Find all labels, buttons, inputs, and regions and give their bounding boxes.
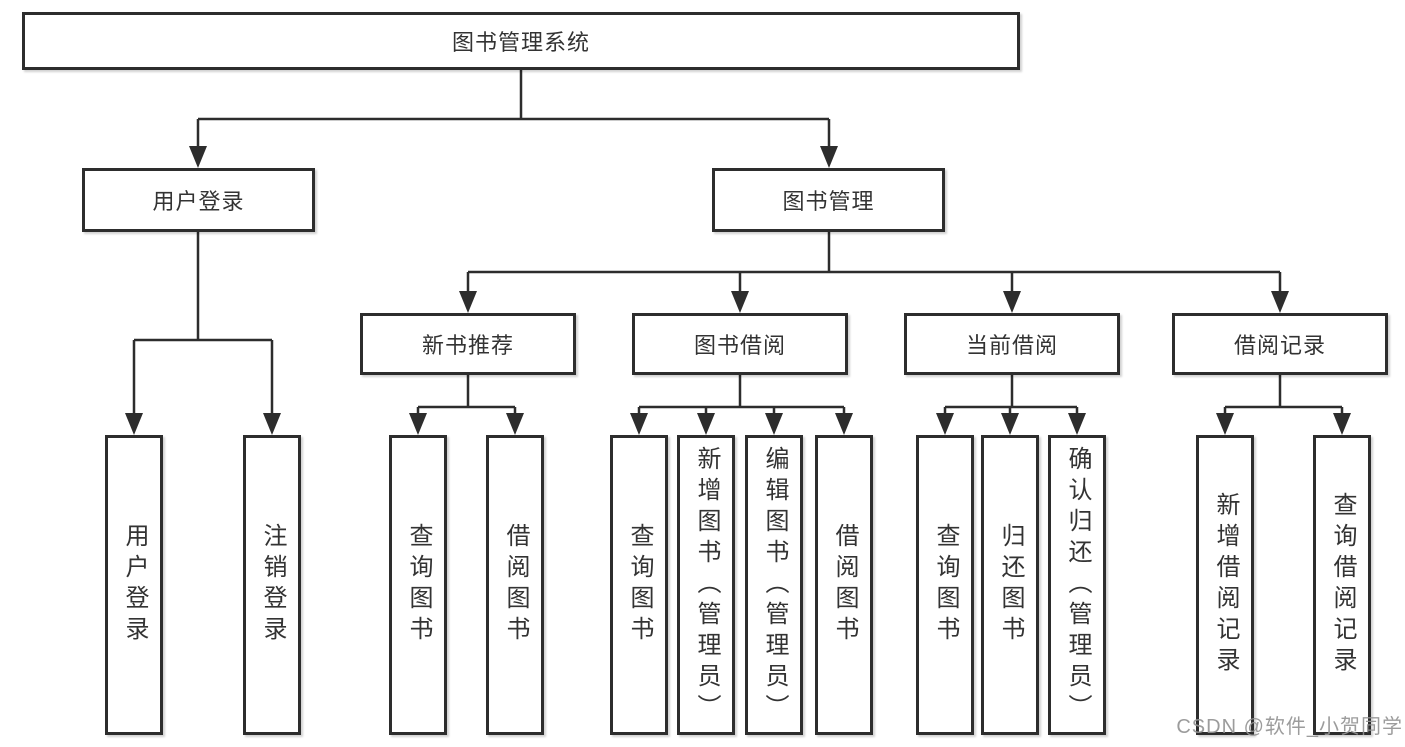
node-book-borrowing: 图书借阅: [632, 313, 848, 375]
leaf-borrow-add-books-admin: 新增图书（管理员）: [677, 435, 735, 735]
node-label: 确认归还（管理员）: [1064, 445, 1091, 725]
node-user-login: 用户登录: [82, 168, 315, 232]
leaf-newbook-borrow-books: 借阅图书: [486, 435, 544, 735]
leaf-current-query-books: 查询图书: [916, 435, 974, 735]
node-label: 借阅图书: [502, 523, 529, 647]
leaf-borrow-borrow-books: 借阅图书: [815, 435, 873, 735]
node-label: 图书借阅: [693, 333, 786, 358]
node-label: 用户登录: [121, 523, 148, 647]
node-label: 新增图书（管理员）: [693, 445, 720, 725]
connector-newbook-to-leaves: [409, 375, 524, 435]
node-label: 归还图书: [997, 523, 1024, 647]
leaf-borrow-query-books: 查询图书: [610, 435, 668, 735]
connector-root-to-level2: [189, 70, 838, 168]
leaf-record-query-borrow-record: 查询借阅记录: [1313, 435, 1371, 735]
connector-bookmgmt-to-level3: [459, 232, 1289, 313]
connector-borrow-to-leaves: [630, 375, 853, 435]
leaf-current-return-books: 归还图书: [981, 435, 1039, 735]
leaf-record-add-borrow-record: 新增借阅记录: [1196, 435, 1254, 735]
node-label: 注销登录: [259, 523, 286, 647]
csdn-watermark: CSDN @软件_小贺同学: [1176, 716, 1403, 738]
node-label: 查询图书: [405, 523, 432, 647]
node-library-management-system: 图书管理系统: [22, 12, 1020, 70]
node-label: 借阅图书: [831, 523, 858, 647]
node-label: 图书管理: [782, 189, 875, 214]
connector-current-to-leaves: [936, 375, 1086, 435]
leaf-newbook-query-books: 查询图书: [389, 435, 447, 735]
node-label: 新书推荐: [421, 333, 514, 358]
connector-record-to-leaves: [1216, 375, 1351, 435]
leaf-current-confirm-return-admin: 确认归还（管理员）: [1048, 435, 1106, 735]
connector-userlogin-to-leaves: [125, 232, 281, 435]
node-current-borrowing: 当前借阅: [904, 313, 1120, 375]
node-label: 借阅记录: [1233, 333, 1326, 358]
node-label: 查询图书: [626, 523, 653, 647]
node-label: 查询图书: [932, 523, 959, 647]
node-label: 查询借阅记录: [1329, 492, 1356, 678]
node-book-management: 图书管理: [712, 168, 945, 232]
leaf-logout: 注销登录: [243, 435, 301, 735]
node-label: 当前借阅: [965, 333, 1058, 358]
node-borrowing-records: 借阅记录: [1172, 313, 1388, 375]
node-new-book-recommend: 新书推荐: [360, 313, 576, 375]
node-label: 图书管理系统: [451, 30, 590, 55]
leaf-user-login: 用户登录: [105, 435, 163, 735]
node-label: 用户登录: [152, 189, 245, 214]
node-label: 新增借阅记录: [1212, 492, 1239, 678]
node-label: 编辑图书（管理员）: [761, 445, 788, 725]
leaf-borrow-edit-books-admin: 编辑图书（管理员）: [745, 435, 803, 735]
